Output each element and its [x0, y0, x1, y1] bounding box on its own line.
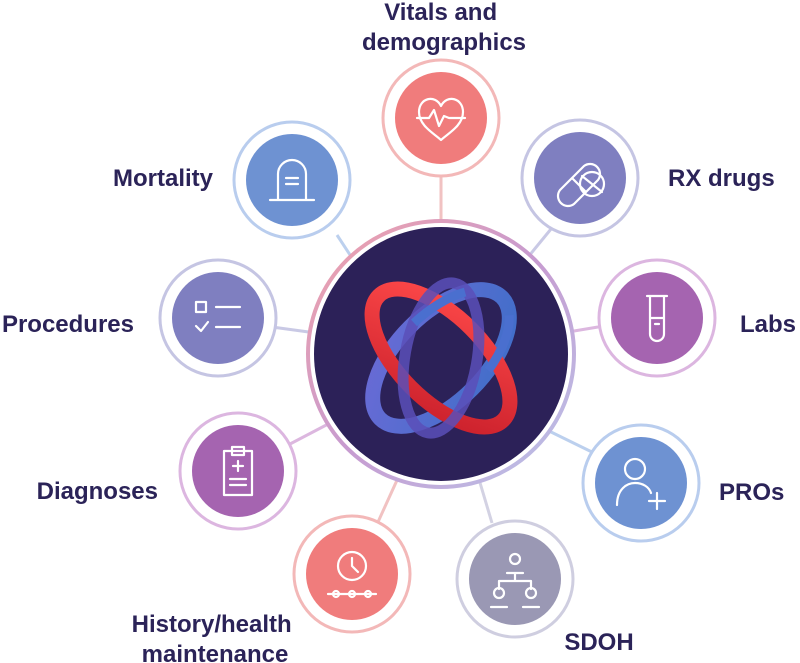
node-pros [581, 423, 701, 543]
hub-background [314, 227, 568, 481]
connector-diagnoses [289, 420, 333, 446]
node-vitals [381, 58, 501, 178]
node-mortality [232, 120, 352, 240]
node-diagnoses [178, 411, 298, 531]
interlocked-rings-logo [364, 277, 518, 439]
checklist-icon [194, 300, 242, 333]
label-mortality: Mortality [113, 165, 214, 192]
clock-timeline-icon [326, 550, 378, 599]
label-labs: Labs [740, 311, 796, 338]
user-plus-icon [615, 457, 667, 511]
label-vitals: Vitals and demographics [362, 0, 526, 56]
pills-icon [556, 162, 606, 208]
hub [306, 219, 576, 489]
node-disk [246, 134, 338, 226]
label-diagnoses: Diagnoses [37, 478, 158, 505]
network-people-icon [489, 552, 541, 609]
clipboard-icon [222, 445, 254, 497]
node-procedures [158, 258, 278, 378]
heart-pulse-icon [415, 97, 467, 142]
connector-history [376, 477, 400, 523]
label-history: History/health maintenance [132, 611, 299, 663]
node-labs [597, 258, 717, 378]
tombstone-icon [268, 158, 316, 202]
label-sdoh: SDOH [564, 629, 633, 656]
node-disk [534, 132, 626, 224]
test-tube-icon [645, 294, 669, 343]
label-procedures: Procedures [2, 311, 134, 338]
node-history [292, 514, 412, 634]
label-pros: PROs [719, 479, 784, 506]
node-disk [172, 272, 264, 364]
connector-sdoh [476, 475, 494, 524]
node-disk [306, 528, 398, 620]
node-sdoh [455, 519, 575, 639]
node-disk [395, 72, 487, 164]
label-rx: RX drugs [668, 165, 775, 192]
node-rx [520, 118, 640, 238]
connector-pros [548, 429, 599, 457]
